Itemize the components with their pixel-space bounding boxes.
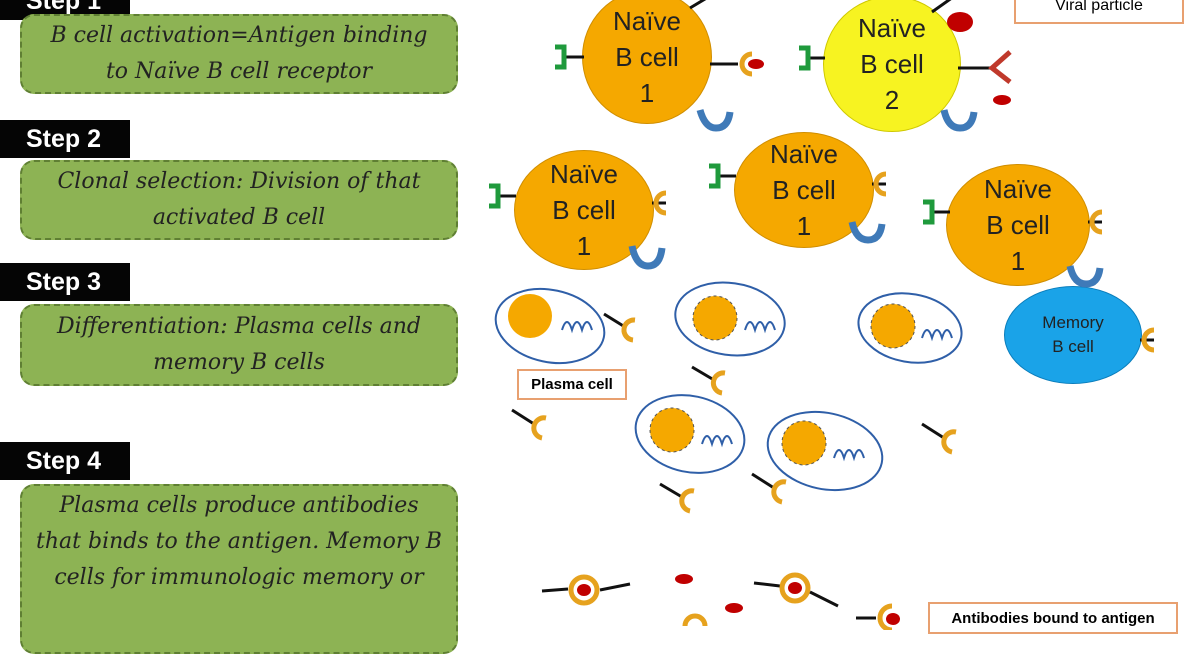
step-3-label: Step 3	[26, 267, 102, 296]
free-antibody	[511, 408, 547, 441]
antibody-receptor	[1140, 330, 1154, 350]
bound-receptor	[710, 51, 764, 77]
plasma-cell	[766, 410, 884, 492]
memory-b-cell: Memory B cell	[1004, 286, 1142, 384]
blue-receptor	[628, 245, 666, 270]
cell-number: 1	[796, 211, 812, 241]
step-3-text: Differentiation: Plasma cells and memory…	[57, 314, 421, 375]
green-receptor	[489, 183, 516, 209]
cell-name-line2: B cell	[772, 175, 836, 205]
step-4-label: Step 4	[26, 446, 102, 475]
cell-number: 1	[639, 78, 655, 108]
antibody-antigen-complex	[682, 613, 708, 627]
selected-b-cell: Naïve B cell 2	[823, 0, 961, 132]
plasma-cell	[494, 287, 606, 365]
cell-number: 1	[576, 231, 592, 261]
antibody-antigen-complex	[753, 572, 839, 608]
antibody-receptor	[652, 193, 666, 213]
viral-particle-text: Viral particle	[1055, 0, 1143, 14]
blue-receptor	[1066, 265, 1104, 288]
plasma-cell-label: Plasma cell	[517, 369, 627, 400]
viral-particle-label: Viral particle	[1014, 0, 1184, 24]
diagram-overlay	[489, 0, 1200, 630]
naive-b-cell-clone-right: Naïve B cell 1	[946, 164, 1090, 286]
plasma-cell-text: Plasma cell	[531, 376, 613, 393]
cell-name-line1: Naïve	[770, 139, 838, 169]
receptor-stalk	[689, 0, 707, 10]
green-receptor	[709, 163, 736, 189]
free-antibody	[603, 312, 636, 343]
step-2-tab: Step 2	[0, 120, 130, 158]
memory-cell-line2: B cell	[1052, 337, 1094, 356]
free-antibody	[751, 472, 787, 505]
free-antibody	[659, 482, 695, 514]
step-2-text: Clonal selection: Division of that activ…	[57, 169, 421, 230]
viral-particle	[947, 12, 973, 32]
antibody-antigen-complex	[541, 574, 631, 606]
antigen	[725, 603, 743, 613]
cell-name-line1: Naïve	[984, 174, 1052, 204]
antibody-receptor	[872, 174, 886, 194]
cell-name-line2: B cell	[552, 195, 616, 225]
cell-name-line1: Naïve	[550, 159, 618, 189]
free-antibody	[921, 422, 957, 455]
step-1-box: B cell activation=Antigen binding to Naï…	[20, 14, 458, 94]
step-3-tab: Step 3	[0, 263, 130, 301]
memory-cell-line1: Memory	[1042, 313, 1104, 332]
blue-receptor	[940, 109, 978, 132]
antibodies-bound-label: Antibodies bound to antigen	[928, 602, 1178, 634]
plasma-cell	[674, 281, 786, 357]
cell-name-line2: B cell	[860, 49, 924, 79]
antigen	[993, 95, 1011, 105]
blue-receptor	[848, 221, 886, 244]
free-antibody	[691, 365, 726, 396]
cell-name-line1: Naïve	[613, 6, 681, 36]
cell-number: 2	[884, 85, 900, 115]
green-receptor	[923, 199, 950, 225]
antibody-receptor	[1088, 212, 1102, 232]
plasma-cell	[857, 292, 963, 364]
naive-b-cell-top-left: Naïve B cell 1	[582, 0, 712, 124]
blue-receptor	[696, 108, 734, 132]
receptor-stalk	[931, 0, 952, 14]
step-4-text: Plasma cells produce antibodies that bin…	[36, 493, 442, 590]
green-receptor	[555, 44, 584, 70]
cell-name-line1: Naïve	[858, 13, 926, 43]
step-4-tab: Step 4	[0, 442, 130, 480]
step-2-label: Step 2	[26, 124, 102, 153]
cell-number: 1	[1010, 246, 1026, 276]
step-1-text: B cell activation=Antigen binding to Naï…	[50, 23, 428, 84]
step-3-box: Differentiation: Plasma cells and memory…	[20, 304, 458, 386]
antibody-antigen-complex	[856, 603, 900, 630]
plasma-cell	[634, 394, 746, 474]
antibodies-bound-text: Antibodies bound to antigen	[951, 609, 1155, 627]
red-receptor	[958, 50, 1012, 84]
step-1-label: Step 1	[26, 0, 102, 15]
cell-name-line2: B cell	[986, 210, 1050, 240]
cell-name-line2: B cell	[615, 42, 679, 72]
green-receptor	[799, 45, 825, 71]
step-2-box: Clonal selection: Division of that activ…	[20, 160, 458, 240]
antigen	[675, 574, 693, 584]
